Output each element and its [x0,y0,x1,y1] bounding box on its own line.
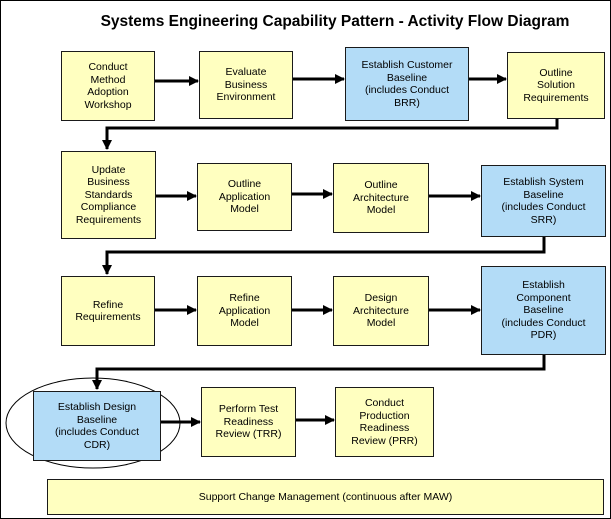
connector-r1-r2 [102,118,559,150]
support-change-management: Support Change Management (continuous af… [47,479,604,515]
node-establish-component-baseline: Establish Component Baseline (includes C… [481,266,606,355]
node-update-business-standards: Update Business Standards Compliance Req… [61,151,156,239]
node-perform-test-readiness-review: Perform Test Readiness Review (TRR) [201,387,296,457]
node-evaluate-business-environment: Evaluate Business Environment [199,51,293,119]
diagram-title: Systems Engineering Capability Pattern -… [100,13,570,30]
node-outline-application-model: Outline Application Model [197,163,292,231]
connector-r3-r4 [92,354,546,390]
node-establish-customer-baseline: Establish Customer Baseline (includes Co… [345,47,469,121]
node-refine-requirements: Refine Requirements [61,276,155,346]
node-design-architecture-model: Design Architecture Model [333,276,429,346]
node-conduct-method-adoption-workshop: Conduct Method Adoption Workshop [61,51,155,121]
connector-r2-r3 [102,236,546,275]
node-establish-system-baseline: Establish System Baseline (includes Cond… [481,165,606,237]
node-refine-application-model: Refine Application Model [197,276,292,346]
node-establish-design-baseline: Establish Design Baseline (includes Cond… [33,391,161,461]
highlight-ellipse [5,377,181,469]
node-outline-architecture-model: Outline Architecture Model [333,163,429,233]
node-conduct-production-readiness-review: Conduct Production Readiness Review (PRR… [335,387,434,457]
node-outline-solution-requirements: Outline Solution Requirements [507,52,605,119]
